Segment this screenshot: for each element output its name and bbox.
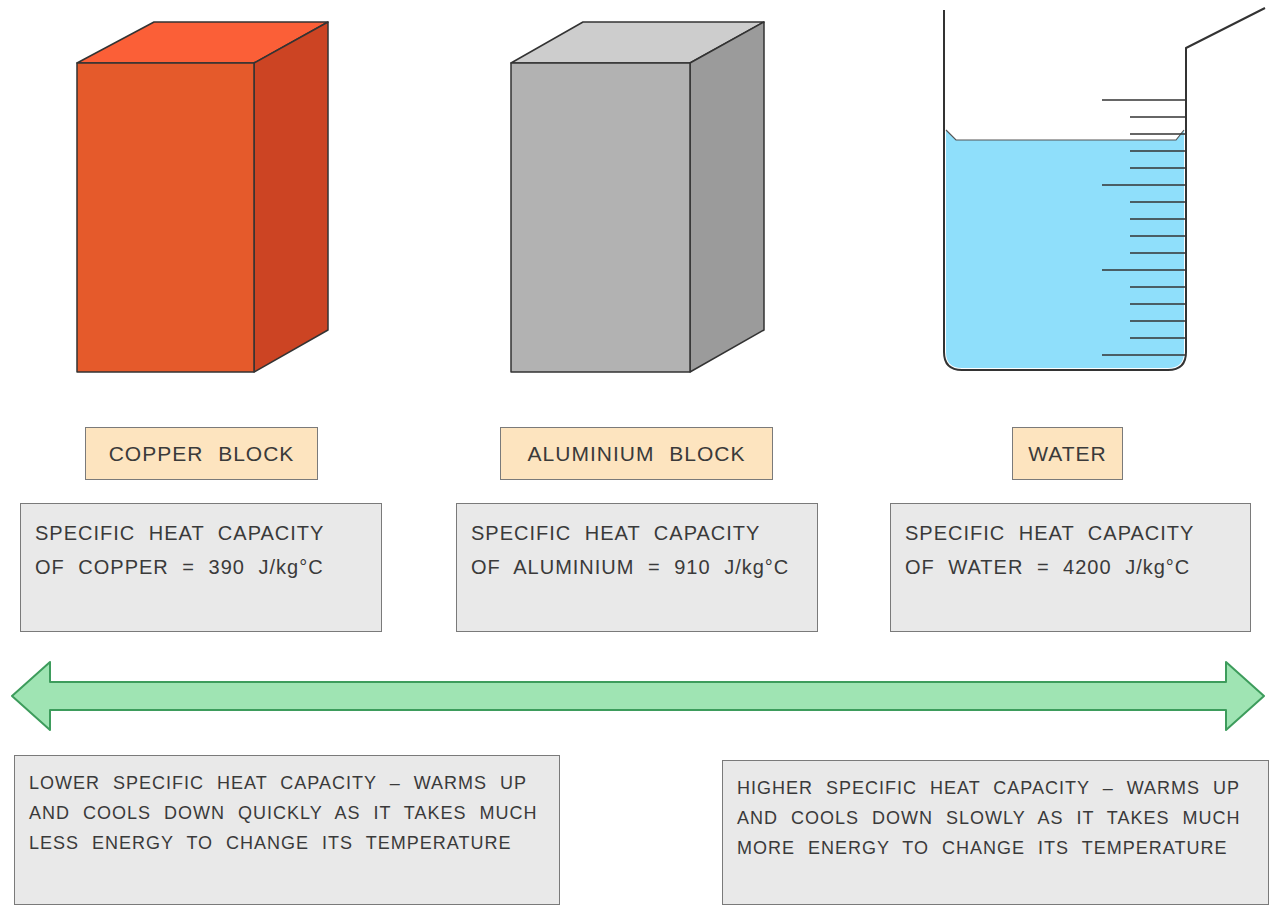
scale-tick [1130, 235, 1185, 237]
scale-tick [1130, 252, 1185, 254]
scale-tick [1102, 354, 1185, 356]
body-text: LOWER SPECIFIC HEAT CAPACITY – WARMS UP … [29, 768, 545, 858]
body-text: HIGHER SPECIFIC HEAT CAPACITY – WARMS UP… [737, 773, 1254, 863]
body-text: SPECIFIC HEAT CAPACITY OF ALUMINIUM = 91… [471, 516, 803, 584]
note-box: LOWER SPECIFIC HEAT CAPACITY – WARMS UP … [14, 755, 560, 905]
scale-tick [1102, 184, 1185, 186]
scale-tick [1102, 99, 1185, 101]
double-arrow [12, 662, 1264, 730]
scale-tick [1130, 218, 1185, 220]
info-box: SPECIFIC HEAT CAPACITY OF ALUMINIUM = 91… [456, 503, 818, 632]
water-beaker [944, 8, 1265, 370]
info-box: SPECIFIC HEAT CAPACITY OF COPPER = 390 J… [20, 503, 382, 632]
scale-tick [1130, 201, 1185, 203]
scale-tick [1130, 167, 1185, 169]
scale-tick [1130, 303, 1185, 305]
scale-tick [1130, 337, 1185, 339]
scale-tick [1130, 150, 1185, 152]
material-label: WATER [1012, 427, 1123, 480]
copper-block [77, 22, 328, 372]
scale-tick [1130, 320, 1185, 322]
aluminium-block [511, 22, 764, 372]
scale-tick [1102, 269, 1185, 271]
material-label: COPPER BLOCK [85, 427, 318, 480]
label-text: WATER [1028, 442, 1107, 466]
scale-tick [1130, 116, 1185, 118]
scale-tick [1130, 133, 1185, 135]
note-box: HIGHER SPECIFIC HEAT CAPACITY – WARMS UP… [722, 760, 1269, 905]
scale-tick [1130, 286, 1185, 288]
body-text: SPECIFIC HEAT CAPACITY OF WATER = 4200 J… [905, 516, 1236, 584]
label-text: ALUMINIUM BLOCK [528, 442, 746, 466]
label-text: COPPER BLOCK [109, 442, 295, 466]
info-box: SPECIFIC HEAT CAPACITY OF WATER = 4200 J… [890, 503, 1251, 632]
body-text: SPECIFIC HEAT CAPACITY OF COPPER = 390 J… [35, 516, 367, 584]
material-label: ALUMINIUM BLOCK [500, 427, 773, 480]
